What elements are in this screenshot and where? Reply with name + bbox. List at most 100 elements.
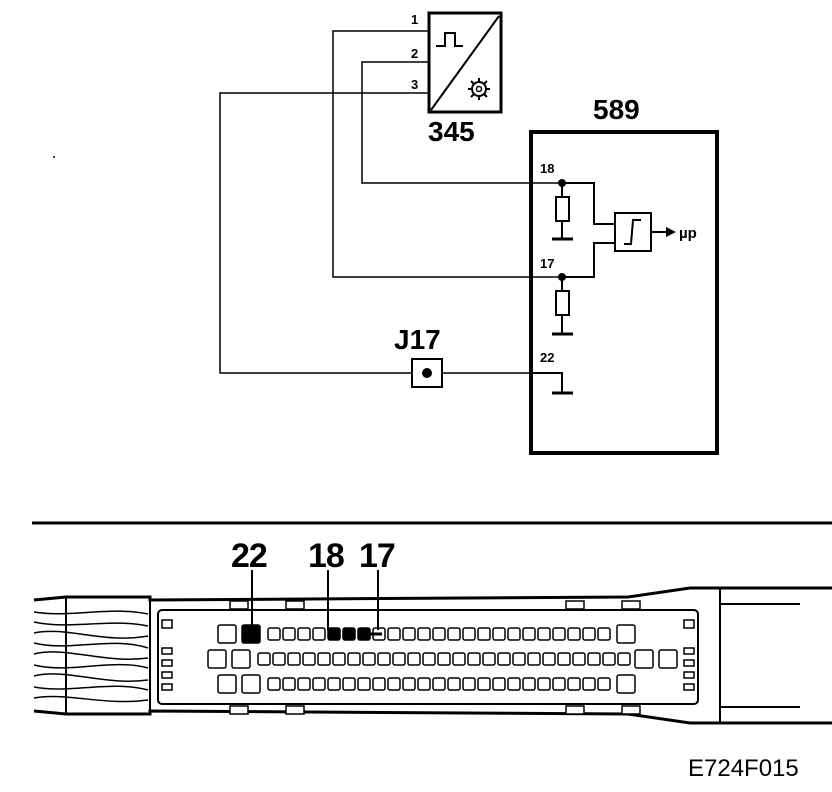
connector-pin: [432, 627, 446, 641]
connector-label-17: 17: [359, 537, 395, 575]
arrow-icon: [666, 227, 676, 237]
ground-point-j17: J17: [394, 324, 443, 388]
j17-dot: [422, 368, 432, 378]
connector-pin-large: [217, 624, 237, 644]
connector-pin: [407, 652, 421, 666]
connector-pin: [392, 652, 406, 666]
connector-pin: [357, 677, 371, 691]
control-unit-label: 589: [593, 94, 640, 125]
connector-pin: [372, 677, 386, 691]
connector-pin-large: [231, 649, 251, 669]
connector-pin-large: [207, 649, 227, 669]
sensor-diagonal: [430, 15, 500, 111]
connector-pin: [527, 652, 541, 666]
connector-pin: [452, 652, 466, 666]
connector-housing-top: [33, 586, 832, 602]
connector-pin: [492, 627, 506, 641]
connector-pin: [387, 677, 401, 691]
connector-pin: [317, 652, 331, 666]
connector-pin: [342, 677, 356, 691]
connector-pin: [402, 677, 416, 691]
schmitt-trigger-icon: [624, 219, 641, 245]
connector-label-18: 18: [308, 537, 344, 575]
connector-pin: [437, 652, 451, 666]
connector-pin: [477, 677, 491, 691]
connector-pin: [272, 652, 286, 666]
connector-label-22: 22: [231, 537, 267, 575]
connector-pin: [522, 677, 536, 691]
resistor-17: [555, 290, 570, 316]
connector-pin: [497, 652, 511, 666]
connector-pin: [567, 627, 581, 641]
connector-pin: [417, 627, 431, 641]
connector-pin: [282, 627, 296, 641]
connector-pin: [297, 677, 311, 691]
connector-pin: [332, 652, 346, 666]
connector-pin: [617, 652, 631, 666]
connector-pin: [267, 677, 281, 691]
connector-pin: [347, 652, 361, 666]
connector-pin: [467, 652, 481, 666]
top-tabs: [229, 600, 641, 715]
connector-pin: [462, 677, 476, 691]
connector-pin: [362, 652, 376, 666]
cu-pin-22: 22: [540, 350, 554, 365]
connector-pin: [602, 652, 616, 666]
connector-pin-18: [327, 627, 341, 641]
ground-22: [531, 372, 563, 393]
j17-label: J17: [394, 324, 441, 355]
connector-pin: [507, 627, 521, 641]
connector-pin: [492, 677, 506, 691]
resistor-18: [555, 196, 570, 222]
sensor-pin-2: 2: [411, 46, 418, 61]
connector-pin: [512, 652, 526, 666]
wire-3-to-22: [219, 92, 429, 374]
wire-2-to-18: [361, 61, 562, 184]
connector-pin-large: [241, 674, 261, 694]
connector-pin: [422, 652, 436, 666]
connector-pin-18: [342, 627, 356, 641]
connector-pin: [552, 627, 566, 641]
connector-pin: [507, 677, 521, 691]
connector-pin: [482, 652, 496, 666]
cu-pin-18: 18: [540, 161, 554, 176]
connector-pin: [537, 627, 551, 641]
connector-pin-large: [616, 674, 636, 694]
connector-pin: [297, 627, 311, 641]
connector-pin: [567, 677, 581, 691]
connector-pin: [312, 677, 326, 691]
sensor-pin-3: 3: [411, 77, 418, 92]
connector-pin-large: [634, 649, 654, 669]
output-label: µp: [679, 225, 697, 242]
connector-pin: [462, 627, 476, 641]
wire-bundle: [33, 610, 149, 703]
figure-code: E724F015: [688, 755, 799, 782]
connector-pin: [542, 652, 556, 666]
connector-pin: [257, 652, 271, 666]
connector-housing-bottom: [33, 709, 832, 725]
connector-pin: [522, 627, 536, 641]
control-unit-589: 589 18 17 22 µp: [529, 94, 719, 455]
connector-pin: [557, 652, 571, 666]
side-slots: [161, 619, 695, 691]
connector-pin: [302, 652, 316, 666]
connector-pin: [552, 677, 566, 691]
connector-pin: [447, 627, 461, 641]
connector-pin: [447, 677, 461, 691]
gear-icon: [468, 78, 490, 100]
sensor-345: 1 2 3 345: [411, 11, 503, 147]
connector-pin: [327, 677, 341, 691]
connector-pin: [402, 627, 416, 641]
connector-pin: [572, 652, 586, 666]
connector-pin: [387, 627, 401, 641]
connector-pin: [377, 652, 391, 666]
connector-pin: [282, 677, 296, 691]
sensor-pin-1: 1: [411, 12, 418, 27]
connector-pin: [587, 652, 601, 666]
connector-pin: [582, 677, 596, 691]
wire-1-to-17: [332, 30, 562, 278]
connector-pin: [312, 627, 326, 641]
connector-pin-large: [217, 674, 237, 694]
connector-pin-large: [658, 649, 678, 669]
